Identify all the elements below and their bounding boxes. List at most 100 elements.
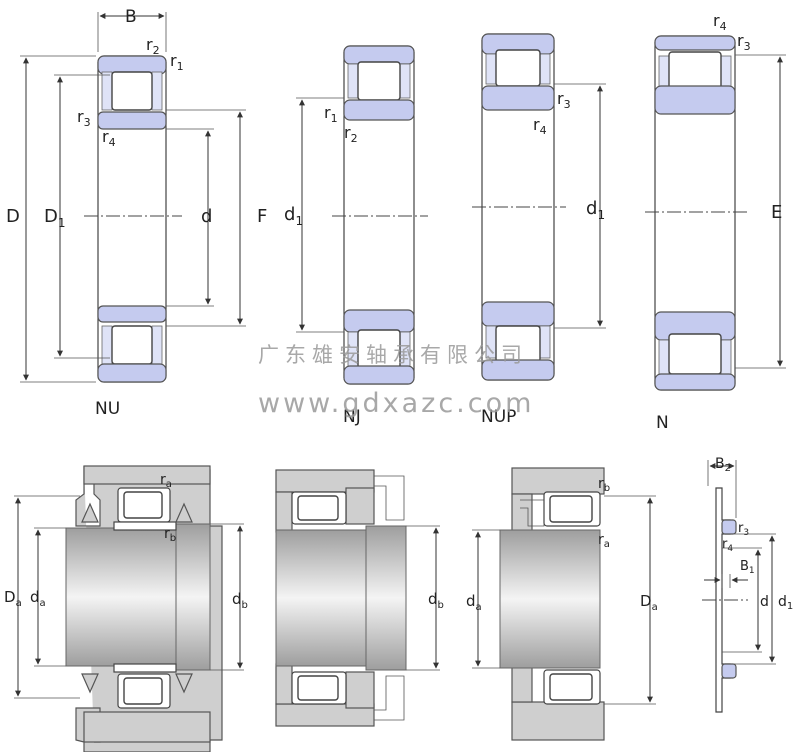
svg-text:r4: r4 [713,11,727,33]
angle-ring: B2 r3 r4 B1 d d1 [702,456,793,713]
m2-label-db: d [428,590,438,608]
nu-inner-ring-top [97,111,167,130]
svg-text:D1: D1 [44,206,66,230]
n-label-r4: r [713,11,720,30]
ring-label-d1: d [778,594,787,610]
mounting-nu: ra rb Da da db [4,465,248,752]
nu-label-r1-sub: 1 [177,60,184,73]
m1-label-rb: r [164,526,170,542]
nj-label-d1-sub: 1 [295,214,303,228]
nu-inner-ring-bottom [97,305,167,323]
nu-label-r3-sub: 3 [84,116,91,129]
nup-inner-ring-bottom [481,301,555,327]
svg-text:da: da [30,588,46,609]
nup-label-r4-sub: 4 [540,124,547,137]
m1-label-Da-sub: a [16,598,22,609]
nup-label-r4: r [533,115,540,134]
n-caption: N [656,413,669,433]
nj-inner-ring-top [343,99,415,121]
nu-label-r2: r [146,35,153,54]
nu-label-D1: D [44,206,58,227]
nu-label-D: D [6,206,20,227]
svg-text:r4: r4 [722,537,733,554]
svg-text:r1: r1 [170,51,184,73]
n-inner-ring-top [654,85,736,115]
n-roller-bottom [668,333,722,375]
m1-shaft-step [175,523,211,671]
m1-shaft [65,527,177,667]
m1-roller-bottom [123,677,163,705]
n-bearing: r4 r3 E N [645,11,786,433]
nj-inner-ring-bottom [343,309,415,333]
mounting-nup: r b ra da Da [466,467,658,741]
svg-text:r1: r1 [324,103,338,125]
nj-outer-ring-bottom [343,365,415,385]
svg-text:B2: B2 [715,456,731,474]
m3-label-ra: r [598,532,604,548]
m3-label-Da: D [640,592,652,610]
m1-label-da: d [30,588,40,606]
m3-roller-bottom [549,673,593,701]
m3-label-da: d [466,592,476,610]
nu-label-B: B [125,7,137,27]
nup-label-d1-sub: 1 [597,208,605,222]
m2-label-db-sub: b [438,600,444,611]
nu-outer-ring-bottom [97,363,167,383]
nup-label-r3: r [557,89,564,108]
svg-text:ra: ra [598,532,610,550]
ring-label-r4: r [722,537,728,552]
svg-text:r4: r4 [102,127,116,149]
ring-flange-top [721,519,737,535]
nup-inner-ring-top [481,85,555,111]
nu-caption: NU [95,399,120,419]
nj-label-r2: r [344,123,351,142]
nu-label-r4: r [102,127,109,146]
nu-bearing: B r2 r1 r3 r4 D D1 d F NU [6,7,267,419]
m3-roller-top [549,495,593,523]
nu-label-F: F [257,206,267,227]
nj-caption: NJ [343,407,361,427]
n-label-r3: r [737,31,744,50]
svg-text:db: db [232,590,248,611]
ring-label-r4-sub: 4 [727,544,733,554]
ring-label-B2-sub: 2 [725,463,731,474]
m1-label-da-sub: a [40,598,46,609]
svg-text:d1: d1 [778,594,793,612]
m3-label-rb-sub: b [604,483,610,494]
nu-cage-top-right [151,71,163,111]
svg-text:r4: r4 [533,115,547,137]
svg-text:da: da [466,592,482,613]
m3-housing-bottom [511,701,605,741]
m1-label-ra-sub: a [166,479,172,490]
ring-label-d1-sub: 1 [787,601,793,612]
m1-label-ra: r [160,472,166,488]
nu-cage-bottom-right [151,325,163,365]
svg-text:r3: r3 [738,521,749,538]
svg-text:Da: Da [640,592,658,613]
nj-bearing: r1 r2 d1 NJ [284,45,428,427]
nu-roller-top [111,71,153,111]
m1-label-rb-sub: b [170,533,176,544]
nu-cage-top-left [101,71,113,111]
nu-label-r2-sub: 2 [153,44,160,57]
watermark-url: www.gdxazc.com [258,388,534,419]
m2-shaft [275,529,367,667]
n-outer-ring-bottom [654,373,736,391]
m1-label-db: d [232,590,242,608]
ring-label-d: d [760,594,769,610]
m3-housing-top [511,467,605,495]
svg-text:B1: B1 [740,559,755,576]
nup-outer-ring-bottom [481,359,555,381]
m1-roller-top [123,491,163,519]
m2-roller-top [297,495,339,521]
m1-label-db-sub: b [242,600,248,611]
nup-roller-top [495,49,541,87]
svg-text:d1: d1 [284,204,303,228]
n-outer-ring-top [654,35,736,51]
svg-text:r3: r3 [557,89,571,111]
nj-roller-top [357,61,401,101]
ring-flange-bottom [721,663,737,679]
m2-shaft-step [365,525,407,671]
watermark-company: 广东雄安轴承有限公司 [258,343,528,367]
